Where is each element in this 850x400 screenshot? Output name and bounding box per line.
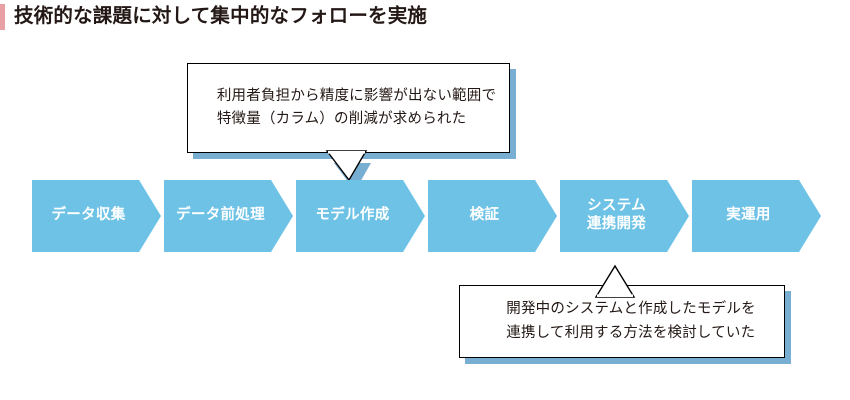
process-step-3[interactable]: モデル作成: [296, 180, 425, 252]
callout-1-text: 利用者負担から精度に影響が出ない範囲で 特徴量（カラム）の削減が求められた: [216, 87, 497, 127]
callout-2-text: 開発中のシステムと作成したモデルを 連携して利用する方法を検討していた: [506, 301, 756, 341]
process-step-4[interactable]: 検証: [428, 180, 557, 252]
process-step-1-label: データ収集: [51, 207, 126, 224]
process-step-4-label: 検証: [469, 207, 500, 224]
callout-1-body: 利用者負担から精度に影響が出ない範囲で 特徴量（カラム）の削減が求められた: [187, 63, 510, 153]
process-step-6[interactable]: 実運用: [692, 180, 821, 252]
process-step-1[interactable]: データ収集: [32, 180, 161, 252]
callout-2-tail: [594, 264, 636, 298]
title-accent-bar: [0, 4, 5, 30]
callout-2-body: 開発中のシステムと作成したモデルを 連携して利用する方法を検討していた: [459, 285, 785, 358]
process-step-5-label: システム 連携開発: [586, 198, 647, 232]
tail-shape: [325, 150, 368, 182]
process-step-3-label: モデル作成: [315, 207, 390, 224]
process-step-6-label: 実運用: [726, 207, 771, 224]
page-title: 技術的な課題に対して集中的なフォローを実施: [14, 5, 428, 28]
process-step-2[interactable]: データ前処理: [164, 180, 293, 252]
process-step-5[interactable]: システム 連携開発: [560, 180, 689, 252]
tail-shape: [594, 264, 636, 298]
model-creation-callout: 利用者負担から精度に影響が出ない範囲で 特徴量（カラム）の削減が求められた: [187, 63, 516, 159]
system-integration-callout: 開発中のシステムと作成したモデルを 連携して利用する方法を検討していた: [459, 285, 791, 364]
process-step-2-label: データ前処理: [176, 207, 265, 224]
callout-1-tail: [325, 150, 368, 182]
page-title-row: 技術的な課題に対して集中的なフォローを実施: [0, 0, 850, 34]
